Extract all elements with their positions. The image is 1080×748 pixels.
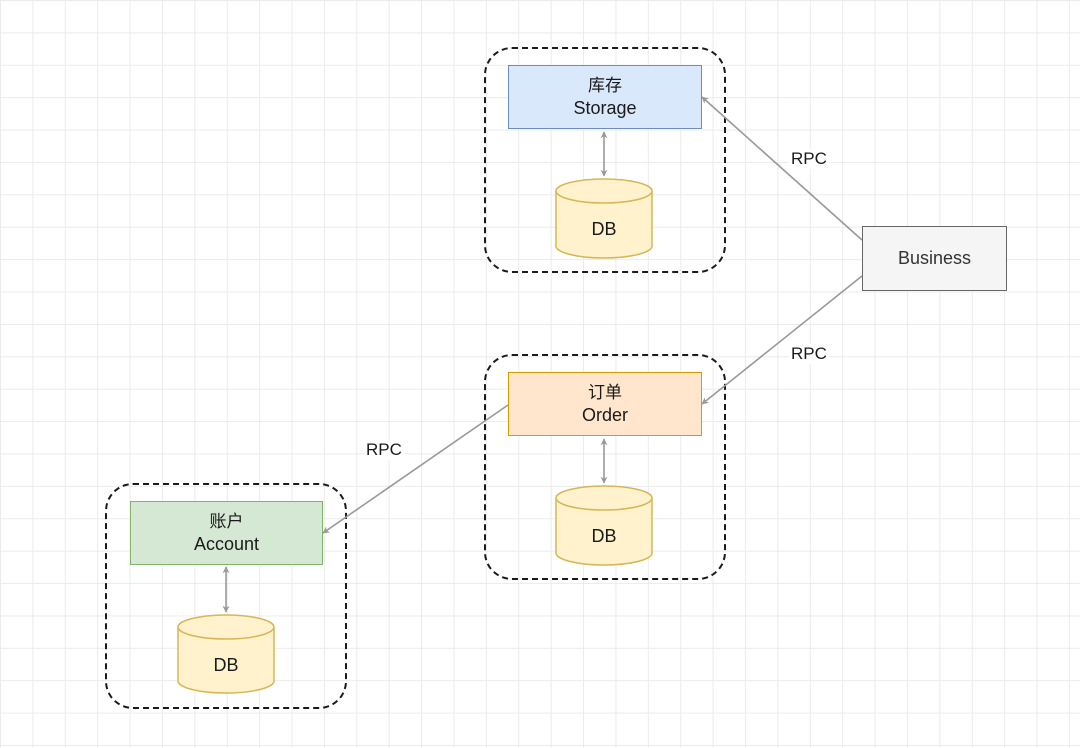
order-db-label: DB	[591, 526, 617, 546]
business-label: Business	[897, 248, 972, 268]
storage-cn-label: 库存	[588, 76, 622, 96]
account-group	[105, 483, 347, 709]
storage-db-label: DB	[591, 219, 617, 239]
order-db-cylinder	[555, 485, 653, 566]
storage-service-box: 库存 Storage	[508, 65, 702, 129]
account-db-cylinder	[177, 614, 275, 694]
rpc-edge-business-order	[701, 275, 863, 405]
order-en-label: Order	[581, 405, 628, 425]
account-en-label: Account	[193, 534, 260, 554]
rpc-label-business-order: RPC	[789, 344, 829, 364]
account-cn-label: 账户	[209, 512, 244, 532]
rpc-edge-business-storage	[701, 96, 863, 241]
order-group	[484, 354, 726, 580]
order-cn-label: 订单	[588, 383, 622, 403]
rpc-edge-order-account	[322, 404, 509, 534]
order-service-box: 订单 Order	[508, 372, 702, 436]
storage-en-label: Storage	[573, 98, 637, 118]
storage-db-cylinder	[555, 178, 653, 259]
account-db-label: DB	[213, 655, 239, 675]
account-service-box: 账户 Account	[130, 501, 323, 565]
storage-group	[484, 47, 726, 273]
rpc-label-order-account: RPC	[364, 440, 404, 460]
business-box: Business	[862, 226, 1007, 291]
rpc-label-business-storage: RPC	[789, 149, 829, 169]
